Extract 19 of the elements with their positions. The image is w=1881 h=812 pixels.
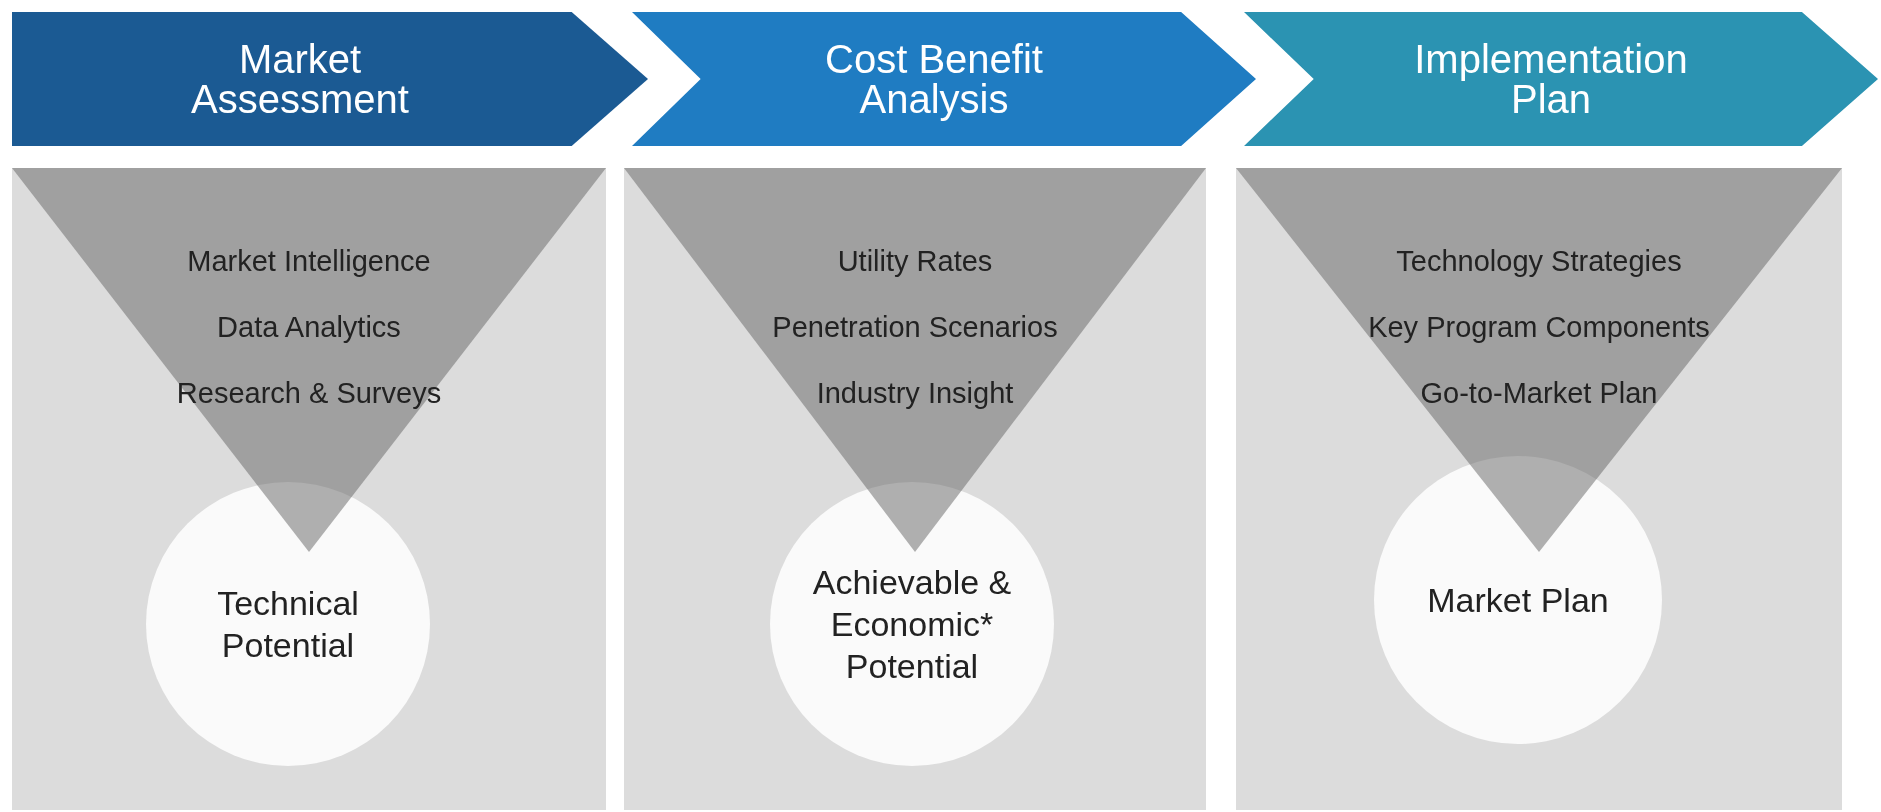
step-title: Cost Benefit Analysis [824,39,1044,119]
triangle-shape [12,168,606,552]
item-label: Utility Rates [837,246,993,276]
item-label: Market Intelligence [187,246,431,276]
triangle-shape [1236,168,1842,552]
step-title: Market Assessment [190,39,410,119]
step-title: Implementation Plan [1413,39,1689,119]
triangle-shape [624,168,1206,552]
item-label: Go-to-Market Plan [1420,378,1658,408]
result-text: Achievable & Economic* Potential [811,562,1013,687]
result-text: Technical Potential [216,583,360,666]
item-label: Data Analytics [217,312,401,342]
item-label: Research & Surveys [176,378,442,408]
process-step-banner [12,12,648,146]
item-label: Key Program Components [1368,312,1710,342]
result-text: Market Plan [1427,580,1609,621]
item-label: Penetration Scenarios [772,312,1058,342]
item-label: Industry Insight [816,378,1014,408]
item-label: Technology Strategies [1396,246,1682,276]
